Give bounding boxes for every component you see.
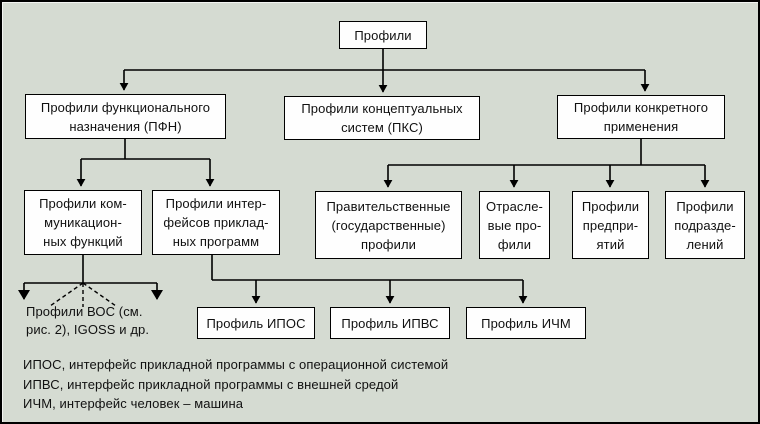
node-enterprise-profiles: Профили предпри- ятий [572,191,649,259]
node-profiles-root-label: Профили [354,27,412,43]
node-enterprise-profiles-label: Профили предпри- ятий [581,198,640,252]
node-industry-profiles-label: Отрасле- вые про- фили [486,198,543,252]
edges-comm-fan [18,255,163,307]
node-department-profiles: Профили подразде- лений [665,191,745,259]
node-functional-purpose-profiles: Профили функционального назначения (ПФН) [25,94,226,139]
node-application-interfaces-label: Профили интер- фейсов приклад- ных прогр… [163,196,269,249]
node-concrete-application-label: Профили конкретного применения [573,100,709,134]
node-communication-functions-label: Профили ком- муникацион- ных функций [39,196,127,249]
node-department-profiles-label: Профили подразде- лений [674,198,736,252]
node-conceptual-systems-profiles: Профили концептуальных систем (ПКС) [284,96,480,140]
node-ipvs-profile-label: Профиль ИПВС [341,315,439,331]
node-application-interfaces-profiles: Профили интер- фейсов приклад- ных прогр… [152,190,280,255]
edges-root-to-level2 [119,49,650,93]
legend-line-ipos: ИПОС, интерфейс прикладной программы с о… [23,357,449,372]
edges-pfn-children [76,139,215,187]
node-ipos-profile: Профиль ИПОС [197,307,315,339]
node-concrete-application-profiles: Профили конкретного применения [557,95,725,139]
node-governmental-profiles: Правительственные (государственные) проф… [315,191,462,259]
vos-profiles-note: Профили ВОС (см. рис. 2), IGOSS и др. [26,304,150,337]
node-ipvs-profile: Профиль ИПВС [330,307,450,339]
node-ipos-profile-label: Профиль ИПОС [206,315,306,331]
legend-line-ipvs: ИПВС, интерфейс прикладной программы с в… [23,376,399,392]
node-functional-purpose-label: Профили функционального назначения (ПФН) [40,99,211,134]
edges-pka-children [383,139,710,188]
node-conceptual-systems-label: Профили концептуальных систем (ПКС) [301,101,463,135]
node-governmental-profiles-label: Правительственные (государственные) проф… [326,198,451,252]
node-ichm-profile-label: Профиль ИЧМ [481,315,571,331]
node-ichm-profile: Профиль ИЧМ [466,307,586,339]
node-profiles-root: Профили [339,21,427,49]
legend-line-ichm: ИЧМ, интерфейс человек – машина [23,396,244,411]
abbreviation-legend: ИПОС, интерфейс прикладной программы с о… [23,355,448,414]
node-communication-functions-profiles: Профили ком- муникацион- ных функций [24,190,142,255]
node-industry-profiles: Отрасле- вые про- фили [479,191,550,259]
edges-iface-children [211,255,528,304]
